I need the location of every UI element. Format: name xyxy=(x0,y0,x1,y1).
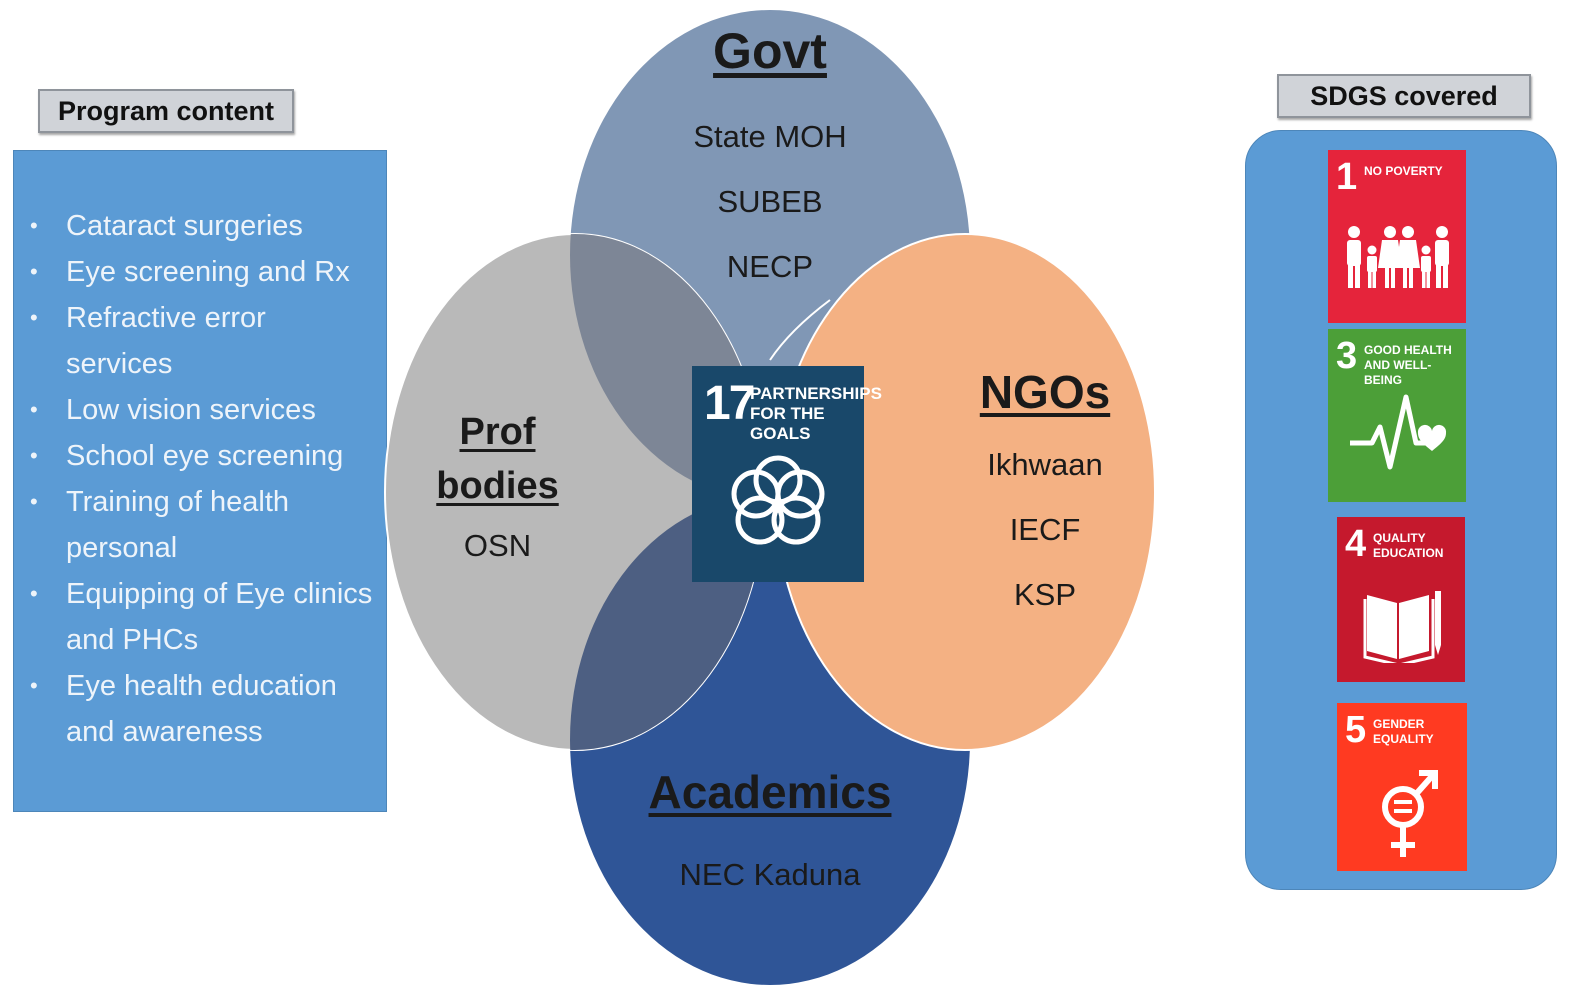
list-item: Cataract surgeries xyxy=(28,203,374,249)
program-content-list: Cataract surgeries Eye screening and Rx … xyxy=(14,151,386,755)
program-content-panel: Cataract surgeries Eye screening and Rx … xyxy=(13,150,387,812)
govt-member: State MOH xyxy=(693,119,847,154)
heartbeat-icon xyxy=(1350,394,1447,470)
sdg-4-text: QUALITY EDUCATION xyxy=(1373,531,1444,560)
list-item: Training of health personal xyxy=(28,479,374,571)
list-item: Eye health education and awareness xyxy=(28,663,374,755)
prof-member: OSN xyxy=(463,528,532,563)
prof-heading-line1: Prof xyxy=(459,411,536,453)
academics-member: NEC Kaduna xyxy=(679,857,861,892)
list-item: School eye screening xyxy=(28,433,374,479)
govt-ngos-edge xyxy=(769,299,831,361)
book-pencil-icon xyxy=(1363,591,1441,663)
list-item: Equipping of Eye clinics and PHCs xyxy=(28,571,374,663)
academics-heading: Academics xyxy=(648,766,892,818)
sdg-3-tile: 3 GOOD HEALTH AND WELL-BEING xyxy=(1328,329,1466,502)
ngos-member: Ikhwaan xyxy=(987,447,1103,482)
list-item: Eye screening and Rx xyxy=(28,249,374,295)
prof-bodies-group: Prof bodies OSN xyxy=(420,405,575,578)
academics-group: Academics NEC Kaduna xyxy=(600,762,940,907)
family-icon xyxy=(1347,226,1449,288)
sdg-4-tile: 4 QUALITY EDUCATION xyxy=(1337,517,1465,682)
sdg-5-tile: 5 GENDER EQUALITY xyxy=(1337,703,1467,871)
list-item: Refractive error services xyxy=(28,295,374,387)
list-item: Low vision services xyxy=(28,387,374,433)
prof-academics-overlap xyxy=(570,495,765,750)
flower-rings-icon xyxy=(731,455,825,545)
sdg-17-tile: 17 PARTNERSHIPS FOR THE GOALS xyxy=(692,366,882,582)
gender-equality-icon xyxy=(1382,770,1438,857)
govt-heading: Govt xyxy=(713,23,827,79)
sdgs-covered-label: SDGS covered xyxy=(1277,74,1531,118)
sdg-3-number: 3 xyxy=(1336,335,1358,377)
prof-heading-line2: bodies xyxy=(436,465,559,507)
govt-member: SUBEB xyxy=(717,184,823,219)
sdg-17-number: 17 xyxy=(704,377,755,430)
sdg-1-tile: 1 NO POVERTY xyxy=(1328,150,1466,323)
sdg-1-text: NO POVERTY xyxy=(1364,164,1443,178)
program-content-label: Program content xyxy=(38,89,294,133)
sdg-1-number: 1 xyxy=(1336,156,1358,198)
govt-group: Govt State MOH SUBEB NECP xyxy=(620,20,920,299)
ngos-member: KSP xyxy=(1013,577,1077,612)
ngos-group: NGOs Ikhwaan IECF KSP xyxy=(950,362,1140,627)
ngos-member: IECF xyxy=(1009,512,1081,547)
sdg-4-number: 4 xyxy=(1345,523,1367,565)
sdg-3-text: GOOD HEALTH AND WELL-BEING xyxy=(1364,343,1452,387)
govt-member: NECP xyxy=(726,249,814,284)
sdg-5-text: GENDER EQUALITY xyxy=(1373,717,1434,746)
sdg-5-number: 5 xyxy=(1345,709,1367,751)
ngos-heading: NGOs xyxy=(979,366,1111,418)
sdg-17-text: PARTNERSHIPS FOR THE GOALS xyxy=(750,384,882,443)
